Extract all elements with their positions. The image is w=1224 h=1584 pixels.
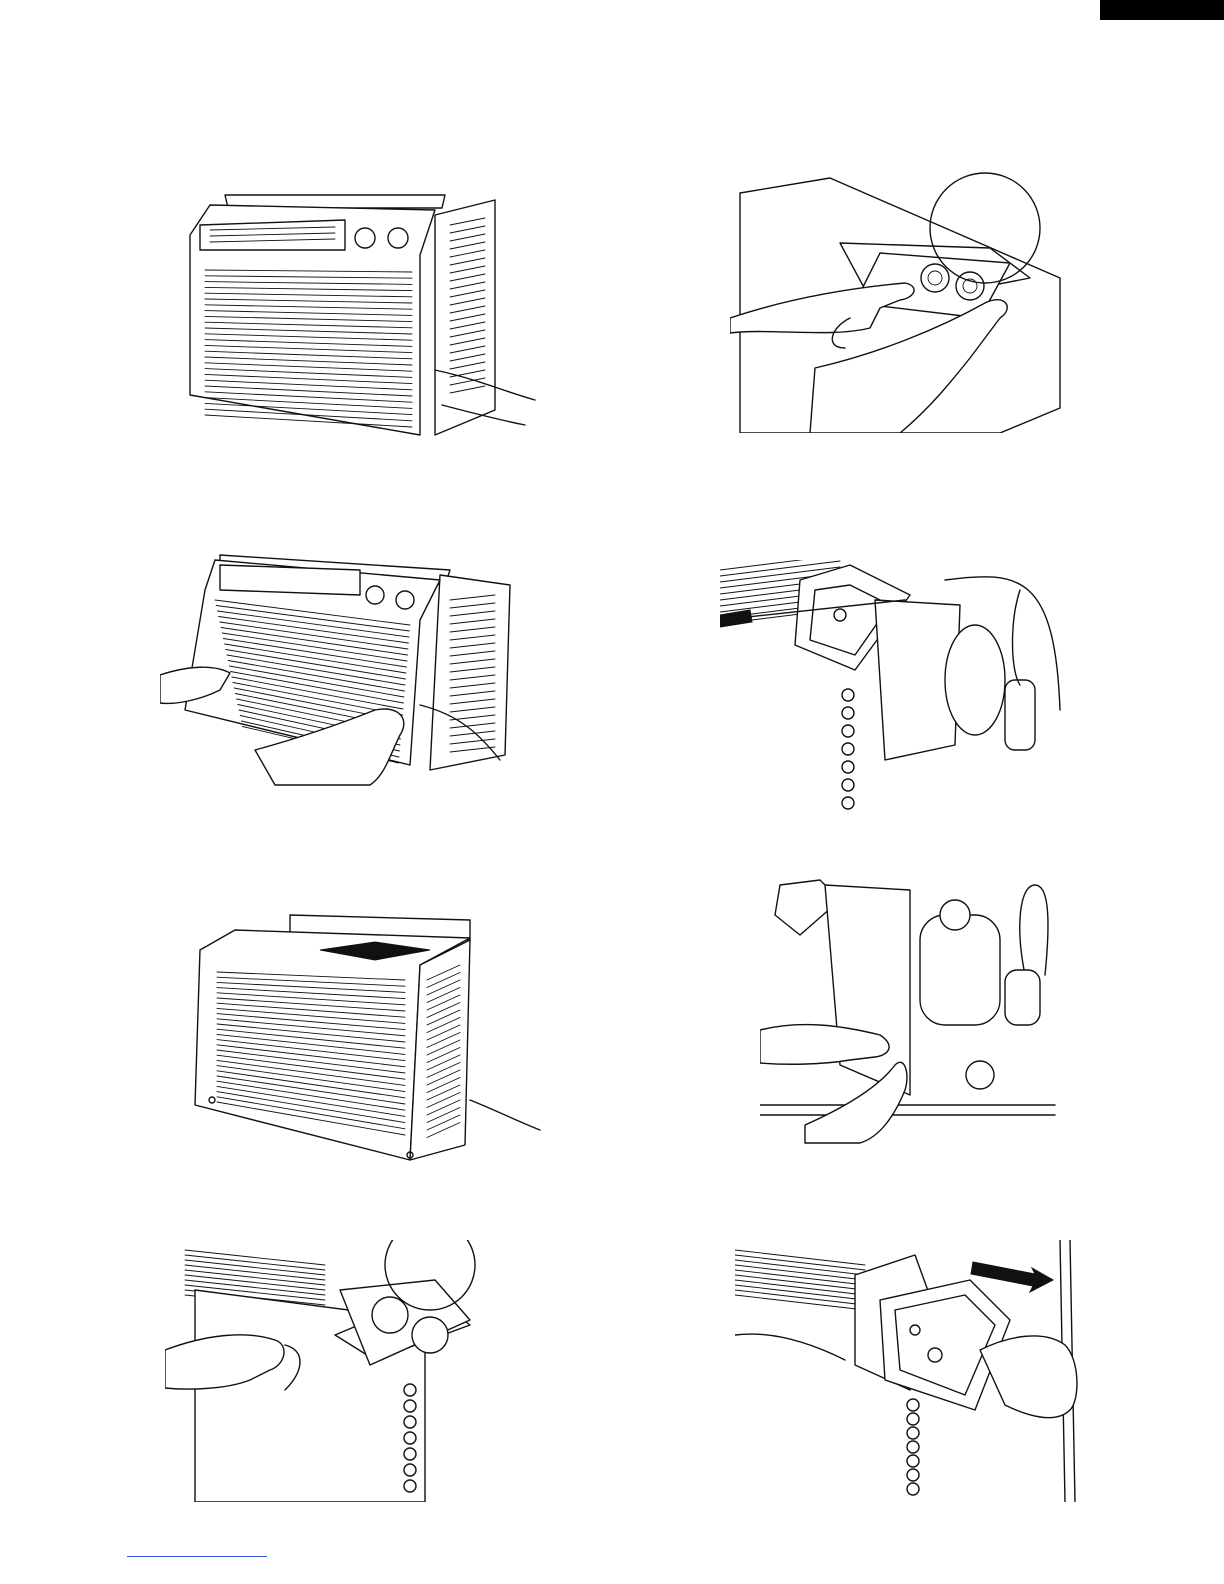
figure-control-panel-removal	[730, 168, 1070, 433]
footer-link-underline[interactable]	[127, 1556, 267, 1557]
page-section-tab	[1100, 0, 1224, 20]
figure-air-conditioner-front	[180, 180, 540, 450]
figure-control-box-slide	[735, 1240, 1080, 1502]
figure-control-box-screwdriver	[720, 560, 1070, 825]
figure-front-grille-removal	[160, 545, 520, 790]
figure-air-conditioner-grille-removed	[185, 910, 545, 1170]
figure-control-panel-tilted	[165, 1240, 510, 1502]
figure-wiring-disconnect	[760, 875, 1060, 1145]
